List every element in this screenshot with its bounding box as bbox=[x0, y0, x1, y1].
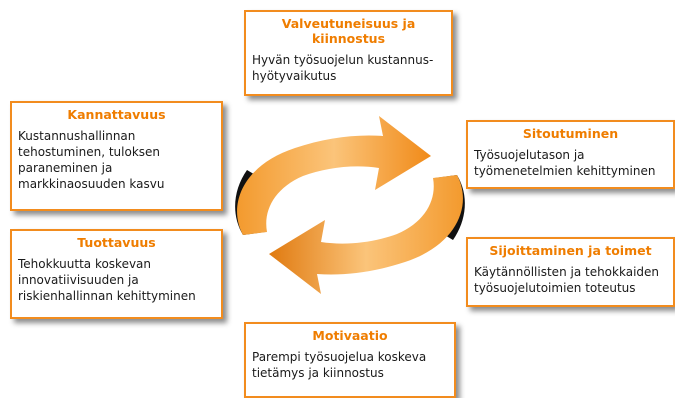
card-motivation: Motivaatio Parempi työsuojelua koskeva t… bbox=[244, 322, 456, 398]
card-profitability-title: Kannattavuus bbox=[67, 107, 166, 122]
card-profitability: Kannattavuus Kustannushallinnan tehostum… bbox=[10, 101, 223, 211]
card-motivation-description: Parempi työsuojelua koskeva tietämys ja … bbox=[252, 350, 427, 380]
card-commitment-description: Työsuojelutason ja työmenetelmien kehitt… bbox=[474, 148, 656, 178]
cycle-arrow-lower bbox=[269, 175, 463, 294]
card-commitment-title: Sitoutuminen bbox=[522, 126, 619, 141]
circular-arrows-icon bbox=[235, 116, 465, 294]
card-investment-title: Sijoittaminen ja toimet bbox=[489, 243, 652, 258]
card-investment: Sijoittaminen ja toimet Käytännöllisten … bbox=[466, 237, 675, 307]
cycle-arrow-upper bbox=[237, 116, 431, 235]
card-awareness-title: Valveutuneisuus ja kiinnostus bbox=[281, 16, 416, 46]
card-commitment: Sitoutuminen Työsuojelutason ja työmenet… bbox=[466, 120, 675, 189]
card-productivity-description: Tehokkuutta koskevan innovatiivisuuden j… bbox=[18, 257, 196, 303]
card-productivity: Tuottavuus Tehokkuutta koskevan innovati… bbox=[10, 229, 223, 319]
card-awareness-description: Hyvän työsuojelun kustannus-hyötyvaikutu… bbox=[252, 53, 434, 83]
card-productivity-title: Tuottavuus bbox=[77, 235, 156, 250]
card-investment-description: Käytännöllisten ja tehokkaiden työsuojel… bbox=[474, 265, 660, 295]
card-profitability-description: Kustannushallinnan tehostuminen, tulokse… bbox=[18, 129, 165, 191]
card-awareness: Valveutuneisuus ja kiinnostus Hyvän työs… bbox=[244, 10, 453, 96]
card-motivation-title: Motivaatio bbox=[312, 328, 388, 343]
